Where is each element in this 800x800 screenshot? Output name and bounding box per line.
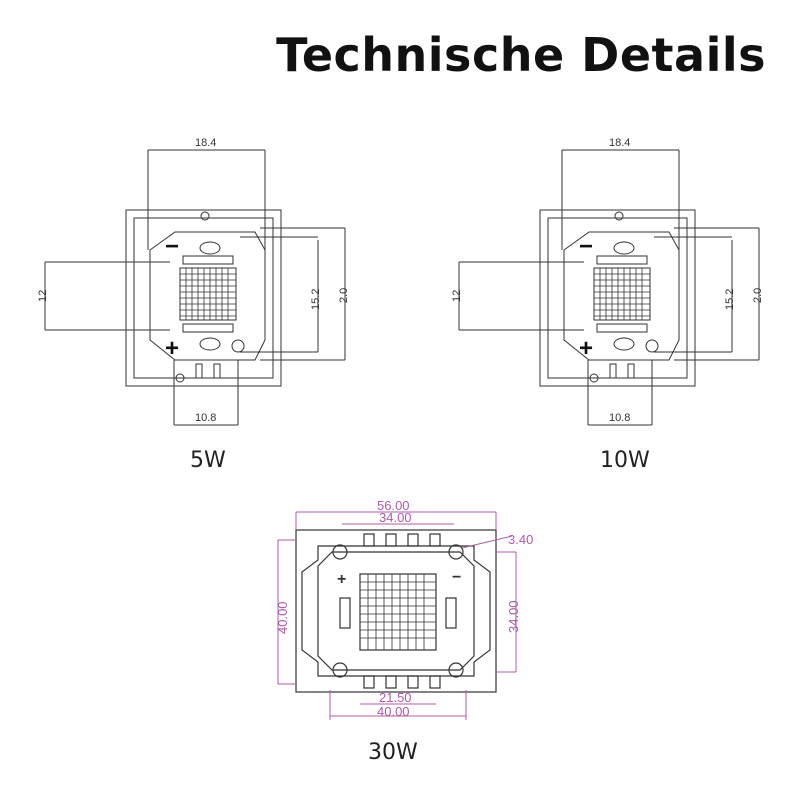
dim-30w-top-inner: 34.00 (379, 510, 412, 525)
dim-10w-right-outer: 2.0 (752, 288, 764, 303)
signs-5w: − + (165, 233, 179, 362)
dim-5w-bottom: 10.8 (195, 412, 216, 424)
dim-10w-top: 18.4 (609, 137, 630, 149)
dim-30w-left: 40.00 (275, 601, 290, 634)
signs-10w: − + (579, 233, 593, 362)
dim-10w-left: 12 (451, 290, 463, 302)
dim-5w-top: 18.4 (195, 137, 216, 149)
svg-text:+: + (337, 571, 346, 588)
svg-text:+: + (165, 335, 179, 362)
page-title: Technische Details (276, 28, 766, 82)
caption-10w: 10W (600, 448, 650, 473)
svg-text:−: − (452, 569, 461, 586)
diagram-10w (458, 149, 760, 426)
dim-30w-right: 34.00 (506, 600, 521, 633)
dim-5w-left: 12 (37, 290, 49, 302)
dim-5w-right-outer: 2.0 (338, 288, 350, 303)
caption-5w: 5W (190, 448, 226, 473)
dim-30w-bottom-inner: 21.50 (379, 690, 412, 705)
dim-30w-top-outer: 56.00 (377, 498, 410, 513)
diagram-5w (44, 149, 346, 426)
dim-10w-right-inner: 15.2 (724, 289, 736, 310)
diagram-30w (277, 511, 517, 720)
dim-30w-hole: 3.40 (508, 532, 533, 547)
svg-text:−: − (579, 233, 593, 260)
dim-30w-bottom-outer: 40.00 (377, 704, 410, 719)
signs-30w: + − (337, 569, 461, 588)
caption-30w: 30W (368, 740, 418, 765)
svg-text:−: − (165, 233, 179, 260)
dim-10w-bottom: 10.8 (609, 412, 630, 424)
svg-text:+: + (579, 335, 593, 362)
dim-5w-right-inner: 15.2 (310, 289, 322, 310)
